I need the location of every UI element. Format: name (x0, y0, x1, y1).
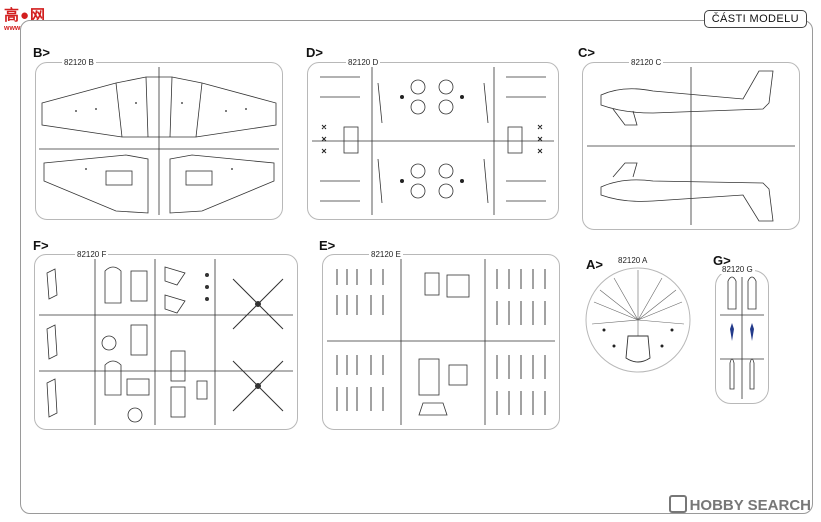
sprue-f: 82120 F (34, 250, 298, 430)
sprue-c-drawing (587, 67, 795, 225)
watermark-brand: 高●网 (4, 7, 47, 24)
sprue-f-drawing (39, 259, 293, 425)
sprue-c-tag: C> (578, 45, 595, 60)
sprue-d-tag: D> (306, 45, 323, 60)
sprue-f-code: 82120 F (75, 250, 109, 259)
sprue-e-tag: E> (319, 238, 336, 253)
sprue-g: 82120 G (715, 265, 769, 404)
sprue-g-code: 82120 G (720, 265, 755, 274)
sprue-e-drawing (327, 259, 555, 425)
sprue-d-code: 82120 D (346, 58, 381, 67)
sprue-a-drawing (585, 267, 691, 373)
bottom-watermark: HOBBY SEARCH (668, 495, 811, 514)
sprue-g-drawing (720, 276, 764, 399)
sprue-b-code: 82120 B (62, 58, 96, 67)
sprue-a: 82120 A (584, 256, 692, 378)
bottom-watermark-text: HOBBY SEARCH (689, 497, 811, 514)
sprue-d: 82120 D (307, 58, 559, 220)
page-title: ČÁSTI MODELU (703, 10, 807, 28)
sprue-f-tag: F> (33, 238, 49, 253)
sprue-b-drawing (39, 67, 279, 215)
sprue-d-drawing (312, 67, 554, 215)
sprue-c-code: 82120 C (629, 58, 664, 67)
sprue-b-tag: B> (33, 45, 50, 60)
sprue-g-tag: G> (713, 253, 731, 268)
sprue-b: 82120 B (35, 58, 283, 220)
sprue-a-tag: A> (586, 257, 603, 272)
hobby-search-logo-icon (668, 495, 687, 513)
sprue-e: 82120 E (322, 250, 560, 430)
sprue-a-code: 82120 A (616, 256, 650, 265)
sprue-c: 82120 C (582, 58, 800, 230)
sprue-e-code: 82120 E (369, 250, 403, 259)
